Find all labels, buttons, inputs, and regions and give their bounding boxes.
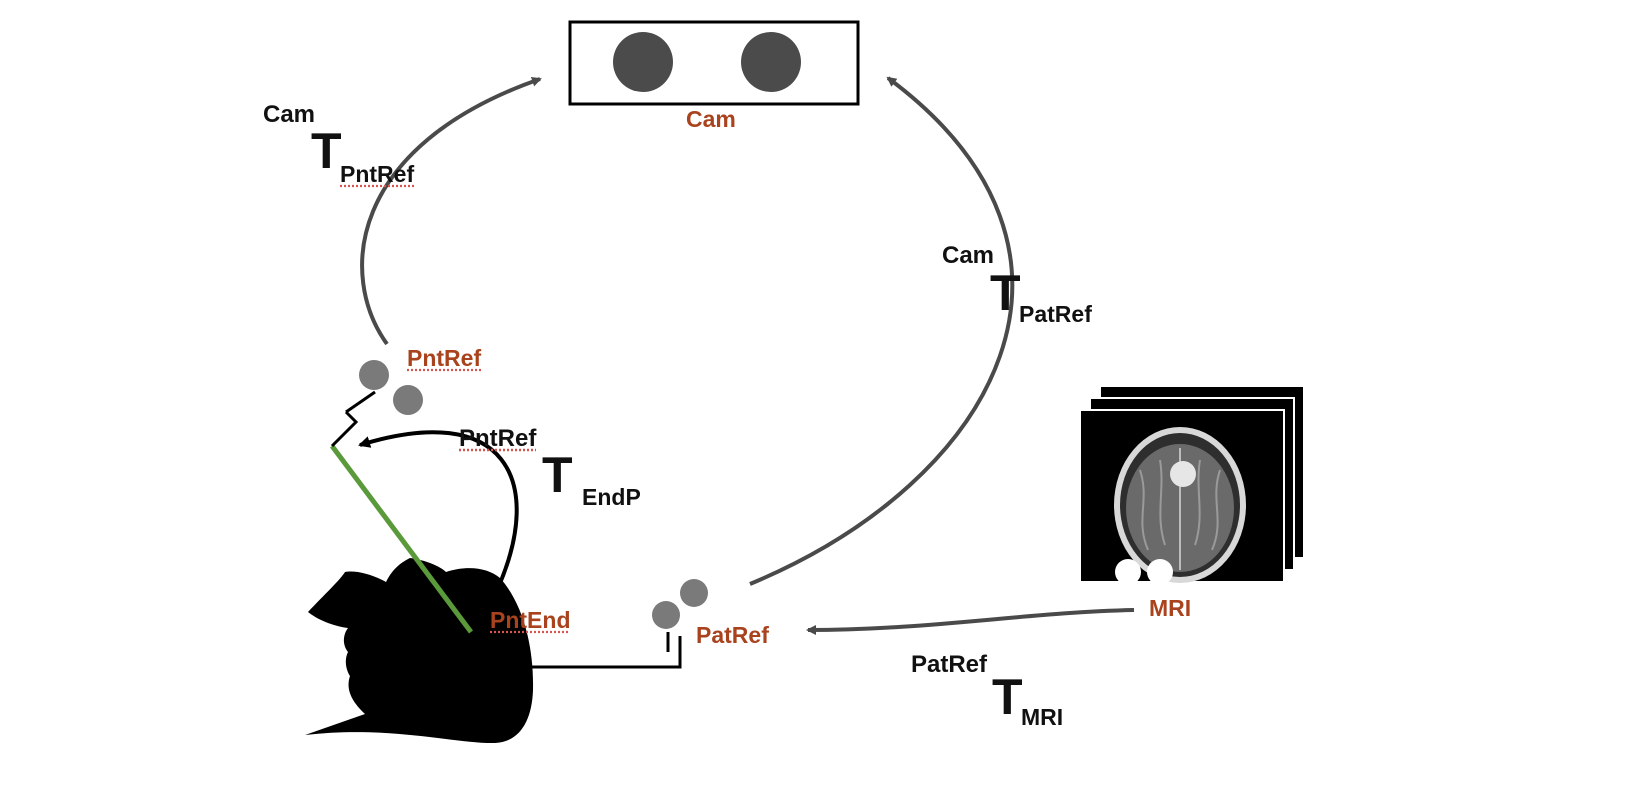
transform-symbol: T	[311, 123, 342, 179]
patient-reference-marker-icon	[652, 579, 708, 652]
mri-stack-icon	[1079, 385, 1305, 585]
patref-node-label: PatRef	[696, 622, 769, 648]
transform-symbol: T	[542, 447, 573, 503]
pntend-node-label: PntEnd	[490, 607, 571, 633]
transform-subscript: MRI	[1021, 704, 1064, 730]
cam-pntref-arrow	[360, 76, 542, 346]
transform-symbol: T	[992, 669, 1023, 725]
patref-mount-line	[532, 648, 682, 669]
pointer-shaft	[329, 444, 474, 634]
transform-superscript: Cam	[263, 101, 316, 128]
mri-node-label: MRI	[1149, 595, 1192, 621]
stereo-camera-icon	[568, 20, 860, 106]
transform-superscript: Cam	[942, 242, 995, 269]
transform-superscript: PatRef	[911, 651, 988, 678]
pntref-node-label: PntRef	[407, 345, 482, 371]
transform-superscript: PntRef	[459, 425, 537, 452]
pntref-endp-arrow	[358, 430, 519, 589]
transform-symbol: T	[990, 265, 1021, 321]
transform-subscript: EndP	[582, 484, 641, 510]
transform-subscript: PntRef	[340, 161, 415, 187]
cam-patref-arrow	[749, 76, 1015, 586]
pointer-reference-marker-icon	[330, 360, 423, 448]
patref-mri-arrow	[806, 608, 1135, 635]
head-silhouette-icon	[305, 558, 534, 744]
cam-node-label: Cam	[686, 106, 736, 132]
transform-subscript: PatRef	[1019, 301, 1092, 327]
